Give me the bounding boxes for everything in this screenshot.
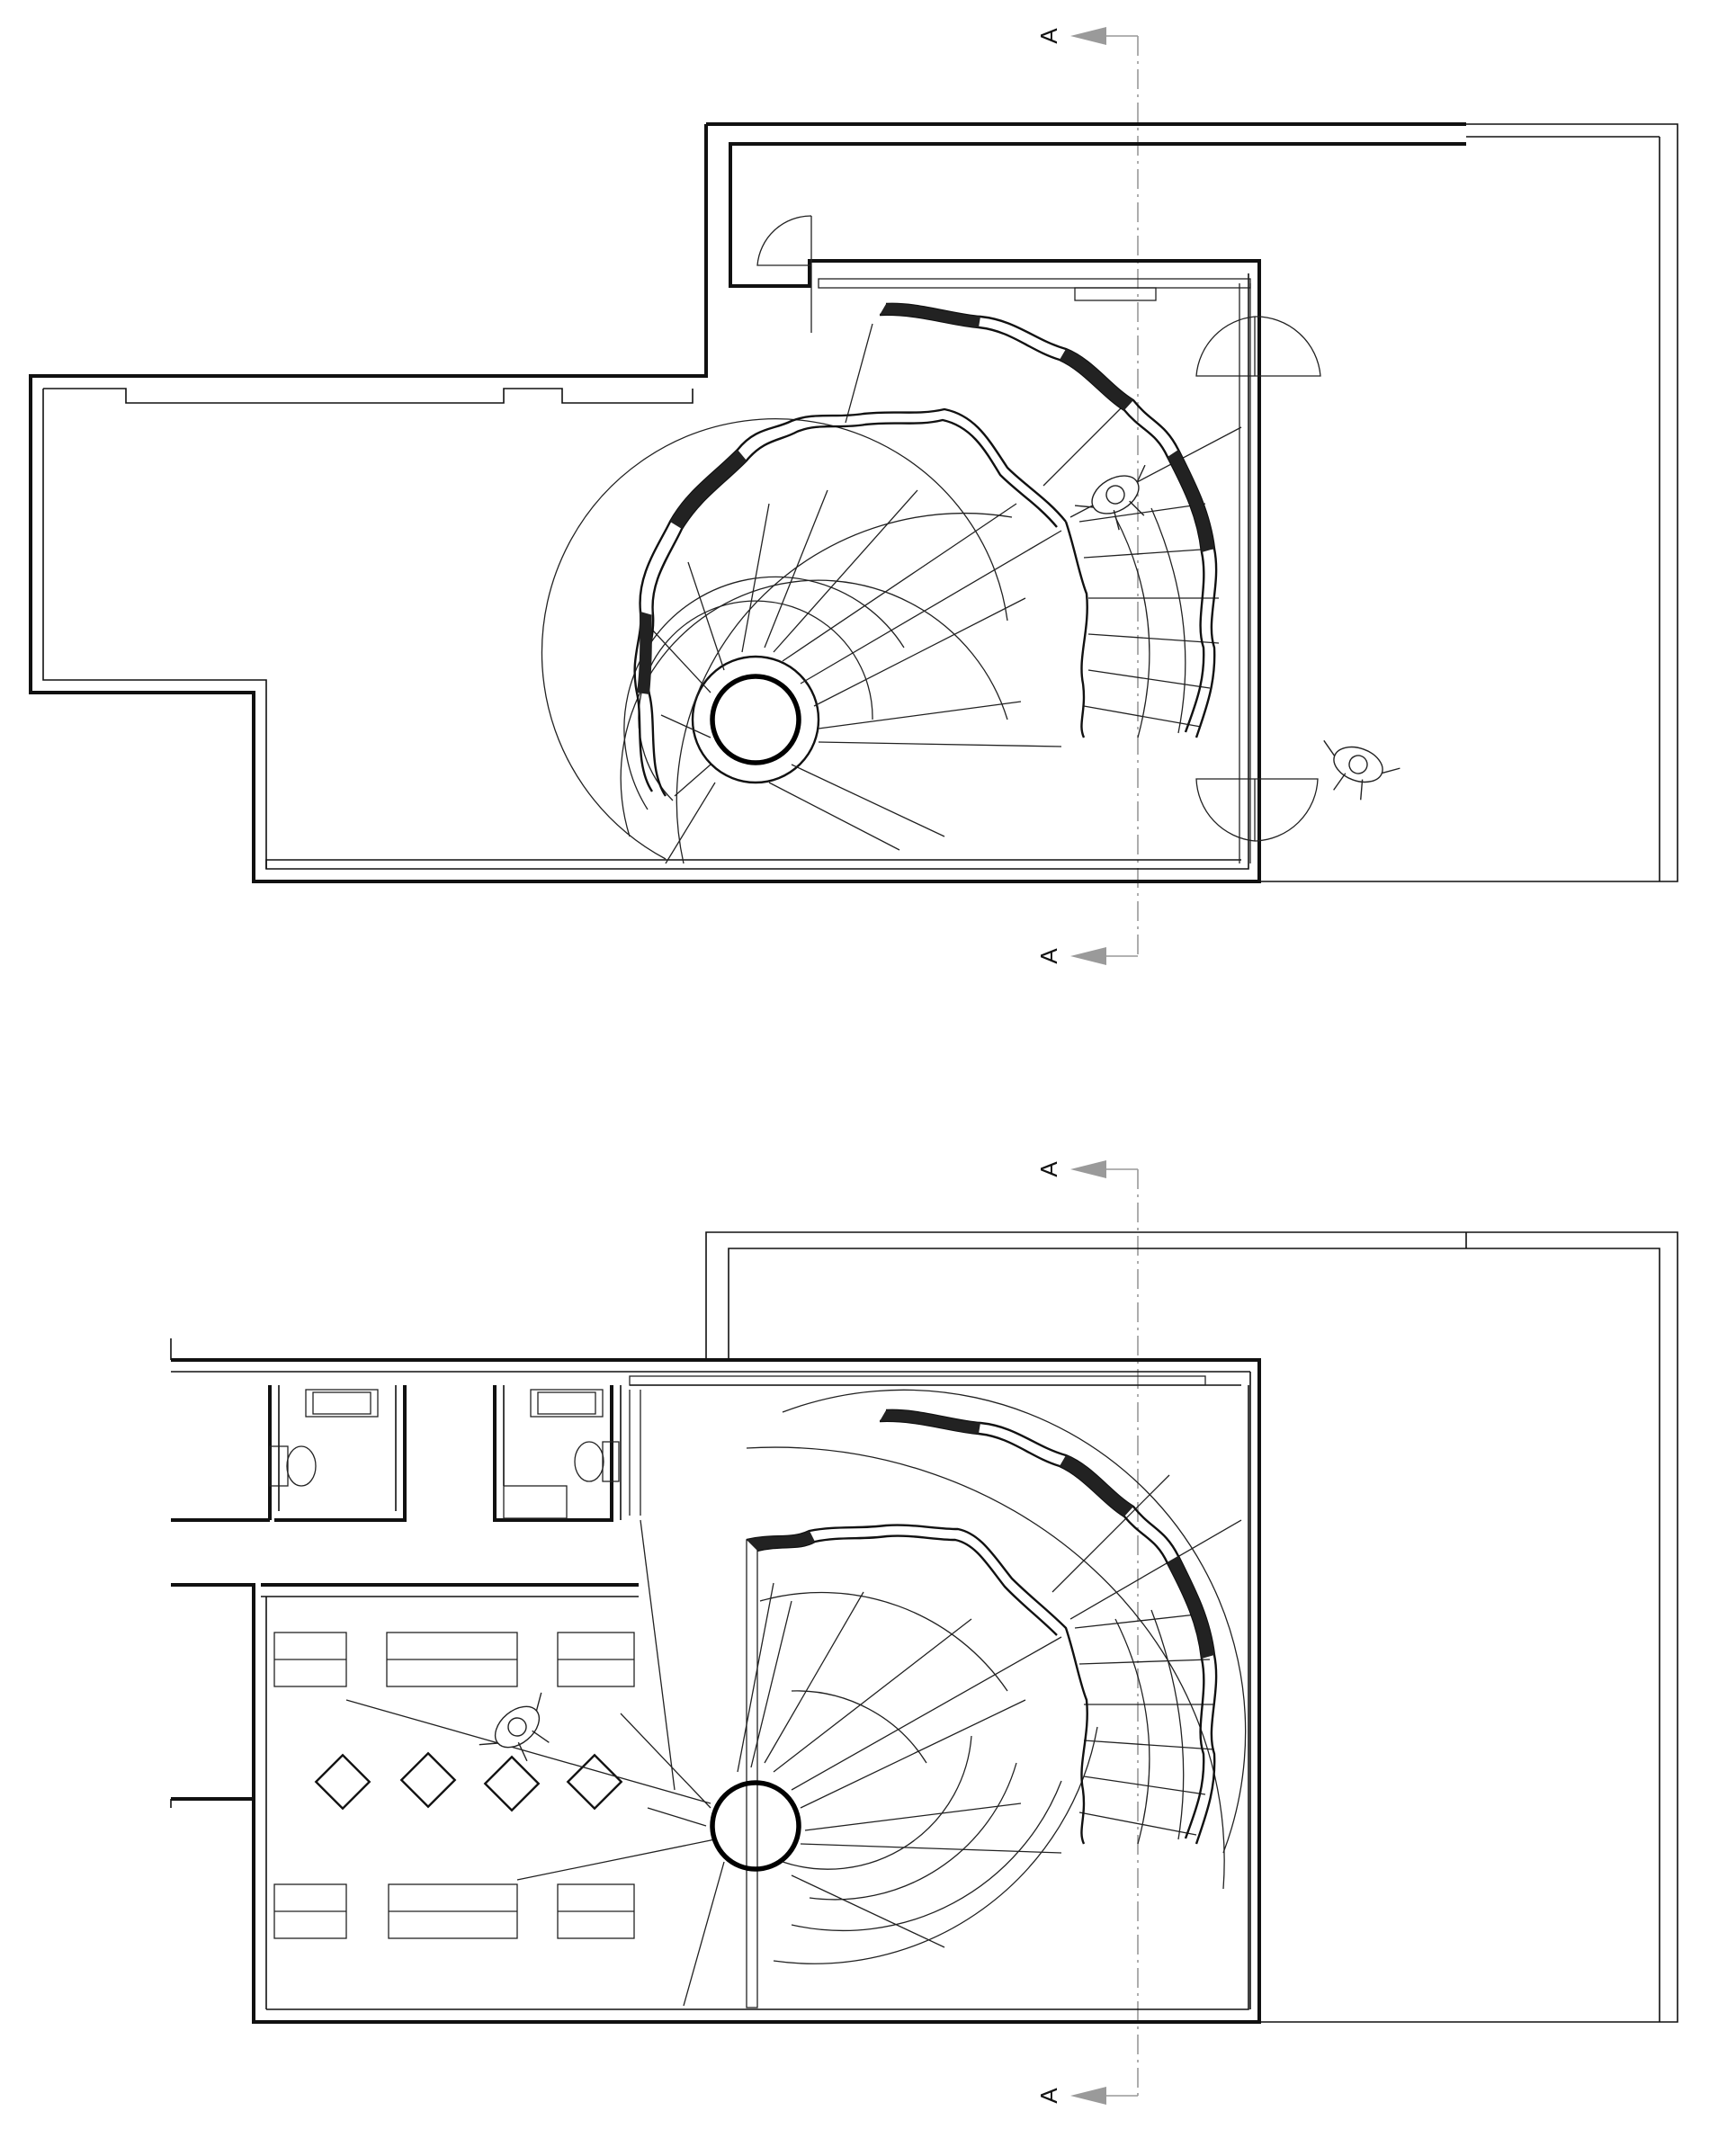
doors: [756, 215, 1321, 842]
section-arrow-icon: [1070, 27, 1106, 45]
terrace-outline-projection: [705, 1231, 1678, 2023]
sink-icon: [530, 1389, 604, 1418]
stair-inner-wall: [746, 1524, 1088, 1845]
toilet-icon: [574, 1441, 604, 1482]
door-swing-icon: [1195, 316, 1321, 377]
section-arrow-icon: [1070, 1160, 1106, 1178]
stair-inner-wall: [633, 407, 1067, 792]
person-figure-icon: [1074, 464, 1146, 531]
service-rooms: [171, 1385, 639, 2009]
stair-core: [710, 1780, 801, 1872]
section-arrow-icon: [1070, 947, 1106, 965]
toilet-icon: [286, 1445, 317, 1487]
glazing-strip: [818, 278, 1251, 863]
person-figure-icon: [479, 1692, 550, 1762]
upper-floor-plan: A A: [29, 27, 1678, 965]
table: [566, 1753, 623, 1811]
section-label-a: A: [1035, 28, 1062, 44]
exterior-walls-lower: [170, 1338, 1261, 2024]
door-swing-icon: [756, 215, 812, 333]
table: [399, 1751, 457, 1809]
terrace-outline: [1259, 123, 1678, 882]
stair-flight: [1074, 1609, 1215, 1845]
stair-balustrade: [885, 302, 1218, 738]
sink-icon: [305, 1389, 379, 1418]
stair-core: [710, 674, 801, 765]
section-label-a: A: [1035, 2088, 1062, 2104]
section-line-a-bottom: A A: [1035, 1160, 1139, 2105]
section-label-a: A: [1035, 948, 1062, 964]
person-figure-icon: [1323, 739, 1400, 801]
table: [483, 1755, 541, 1812]
lounge-furniture: [273, 1632, 725, 2007]
stair-balustrade: [885, 1409, 1218, 1845]
stair-flight: [1078, 503, 1220, 738]
lower-floor-plan: A A: [170, 1160, 1678, 2105]
glass-partition: [629, 1390, 758, 2008]
table: [314, 1753, 371, 1811]
section-arrow-icon: [1070, 2087, 1106, 2105]
spiral-stair-top: [541, 302, 1242, 864]
stair-treads: [651, 323, 1242, 864]
spiral-stair-bottom: [710, 1389, 1247, 1964]
door-swing-icon: [1195, 778, 1319, 842]
section-label-a: A: [1035, 1161, 1062, 1177]
section-line-a-top: A A: [1035, 27, 1139, 965]
stair-treads: [737, 1474, 1242, 1948]
